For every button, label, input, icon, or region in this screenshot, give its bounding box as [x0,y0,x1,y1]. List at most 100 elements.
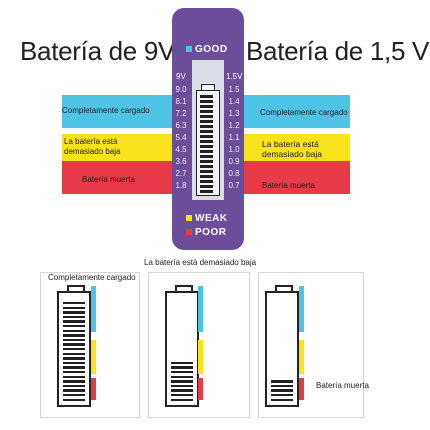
good-label: GOOD [195,44,228,55]
charge-bar [63,315,85,319]
charge-bar [200,190,213,193]
charge-bar [200,110,213,113]
charge-bar [171,370,193,374]
scale-15v-value: 1.4 [228,97,240,106]
charge-bar [271,398,293,401]
charge-bar [200,95,213,98]
scale-9v-value: 5.4 [175,133,187,142]
charge-bar [63,375,85,378]
scale-9v-value: 1.8 [175,181,187,190]
strip-blue-2 [198,286,203,332]
charge-bar [200,155,213,158]
scale-9v-value: 2.7 [175,169,187,178]
charge-bar [63,306,85,309]
charge-bar [200,130,213,133]
strip-yellow-2 [198,340,203,374]
charge-bar [200,120,213,123]
scale-9v-value: 6.3 [175,121,187,130]
scale-9v-value: 8.1 [175,97,187,106]
charge-bar [63,398,85,401]
scale-9v-value: 7.2 [175,109,187,118]
charge-bar [63,347,85,351]
band-label-low-right: La batería está demasiado baja [262,139,323,159]
poor-indicator: POOR [186,227,226,238]
charge-bar [200,165,213,168]
scale-15v-value: 1.5 [228,85,240,94]
charge-bar [63,338,85,342]
strip-yellow-3 [299,340,304,374]
strip-blue-1 [91,286,96,332]
charge-bar [63,311,85,314]
band-label-full-left: Completamente cargado [62,106,150,115]
charge-bar [63,393,85,397]
strip-red-2 [198,378,203,400]
strip-blue-3 [299,286,304,332]
diagram-dead-tip [275,285,293,293]
poor-color-icon [186,229,192,235]
scale-15v-value: 0.7 [228,181,240,190]
charge-bar [200,175,213,178]
charge-bar [63,384,85,388]
caption-dead: Batería muerta [316,381,369,390]
charge-bar [200,145,213,148]
charge-bar [171,380,193,383]
charge-bar [200,160,213,163]
scale-9v-value: 9.0 [175,85,187,94]
band-label-low-left: La batería está demasiado baja [64,137,121,156]
charge-bar [271,389,293,392]
caption-full: Completamente cargado [48,273,136,282]
charge-bar [63,329,85,332]
charge-bar [200,150,213,153]
scale-9v-value: 3.6 [175,157,187,166]
scale-15v-value: 1.2 [228,121,240,130]
caption-low: La batería está demasiado baja [144,258,257,267]
scale-9v-header: 9V [176,72,186,81]
charge-bar [200,100,213,103]
charge-bar [63,320,85,323]
charge-bar [63,370,85,374]
charge-bar [200,170,213,173]
charge-bar [63,334,85,337]
cell-indicator [196,90,220,196]
charge-bar [63,301,85,305]
scale-15v-value: 1.3 [228,109,240,118]
title-9v-battery: Batería de 9V [20,36,176,66]
scale-15v-header: 1.5V [226,72,243,81]
charge-bar [271,393,293,397]
strip-yellow-1 [91,340,96,374]
band-label-dead-right: Batería muerta [262,181,315,190]
good-indicator: GOOD [186,44,228,55]
charge-bar [271,384,293,388]
diagram-low-battery [165,291,199,407]
weak-label: WEAK [195,213,228,224]
charge-bar [171,361,193,365]
charge-bar [171,384,193,388]
charge-bar [200,185,213,188]
strip-red-3 [299,378,304,400]
charge-bar [171,375,193,378]
charge-bar [171,398,193,401]
charge-bar [63,352,85,355]
charge-bar [63,361,85,365]
charge-bar [200,135,213,138]
charge-bar [200,140,213,143]
charge-bar [171,393,193,397]
charge-bar [63,380,85,383]
band-label-dead-left: Batería muerta [82,175,135,184]
weak-indicator: WEAK [186,213,228,224]
cell-tip [201,84,215,91]
charge-bar [200,105,213,108]
charge-bar [63,366,85,369]
weak-color-icon [186,215,192,221]
title-15v-battery: Batería de 1,5 V [246,36,430,66]
good-color-icon [186,46,192,52]
charge-bar [63,357,85,360]
diagram-full-tip [67,285,85,293]
band-full-right: Completamente cargado [238,95,350,128]
scale-15v-value: 0.9 [228,157,240,166]
diagram-dead-battery [265,291,299,407]
charge-bar [200,125,213,128]
charge-bar [271,380,293,383]
band-label-full-right: Completamente cargado [260,108,348,117]
